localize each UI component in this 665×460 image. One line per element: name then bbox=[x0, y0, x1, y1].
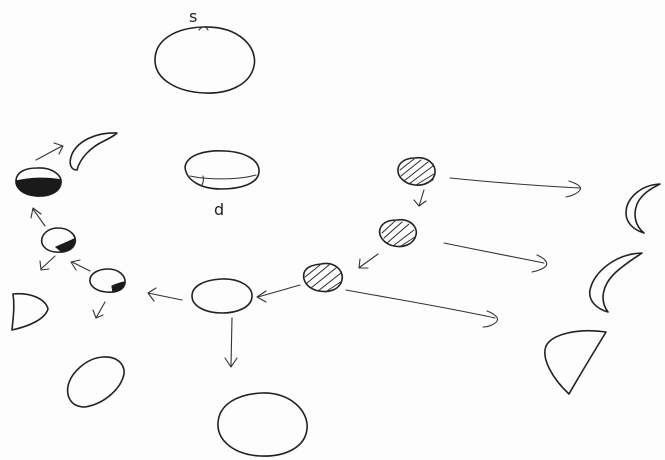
arrow-sphere3-to-center-ring bbox=[257, 285, 300, 302]
left-small-sphere bbox=[90, 269, 125, 292]
arrow-left-small-down bbox=[93, 302, 105, 318]
arrow-left-dark-to-crescent bbox=[36, 143, 63, 160]
arrow-sphere1-to-sphere2 bbox=[414, 190, 426, 206]
left-dark-sphere bbox=[16, 168, 61, 196]
arrow-center-down bbox=[225, 318, 237, 367]
arrow-center-to-left bbox=[148, 288, 182, 301]
bottom-sphere bbox=[218, 393, 307, 456]
right-half-disc bbox=[545, 331, 606, 394]
arrow-left-small-to-mid bbox=[71, 260, 90, 271]
left-crescent-top bbox=[70, 133, 117, 170]
arrow-to-crescent-3 bbox=[346, 290, 498, 327]
arrow-left-mid-down bbox=[40, 256, 55, 270]
center-ellipse bbox=[185, 151, 259, 189]
hatched-sphere-2 bbox=[380, 220, 417, 247]
center-mark-label: d bbox=[214, 200, 224, 219]
hatched-sphere-1 bbox=[398, 158, 435, 185]
top-sphere bbox=[155, 27, 255, 93]
hatched-sphere-3 bbox=[304, 263, 343, 291]
right-crescent-2 bbox=[590, 253, 642, 312]
arrow-to-crescent-1 bbox=[450, 178, 581, 197]
center-plain-sphere bbox=[192, 279, 252, 313]
arrow-left-mid-to-dark bbox=[31, 208, 45, 226]
bottom-left-gibbous bbox=[68, 357, 124, 407]
left-mid-sphere bbox=[42, 228, 76, 252]
right-crescent-1 bbox=[626, 184, 660, 233]
arrow-to-crescent-2 bbox=[444, 243, 547, 272]
left-half-shape bbox=[12, 294, 48, 330]
top-mark-label: s bbox=[189, 7, 197, 26]
arrow-sphere2-to-sphere3 bbox=[359, 254, 378, 268]
